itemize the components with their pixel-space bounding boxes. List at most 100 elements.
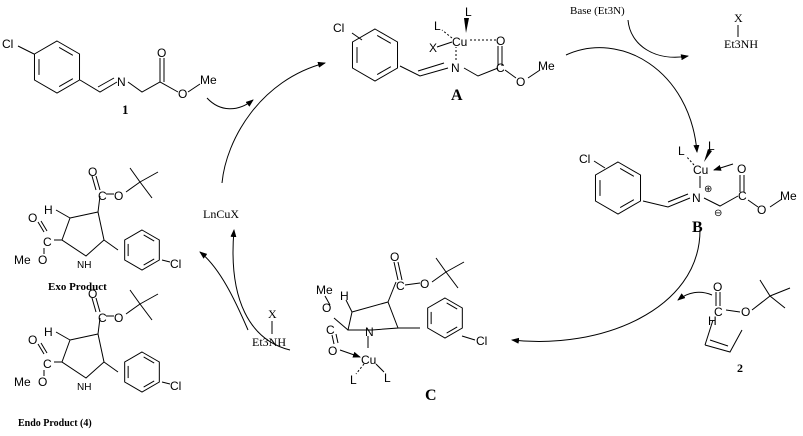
compound-label: 2 — [737, 361, 743, 375]
arrow-c-to-catalyst — [230, 229, 291, 351]
atom-cu: Cu — [693, 163, 708, 177]
atom-h: H — [340, 289, 349, 303]
aromatic-rings — [33, 28, 642, 393]
atom-l: L — [434, 19, 441, 33]
ring-double-bond — [143, 234, 155, 242]
atom-x: X — [429, 41, 437, 55]
atom-n: N — [451, 61, 460, 75]
positive-charge: ⊕ — [704, 184, 712, 195]
atom-me: Me — [780, 189, 797, 203]
atom-o: O — [88, 287, 97, 301]
product-label: Exo Product — [48, 281, 107, 293]
intermediate-a: Cl L L X Cu O N C O Me A — [333, 5, 555, 104]
atom-o: O — [757, 203, 766, 217]
arrow-b-to-c — [511, 229, 701, 344]
atom-l: L — [465, 5, 472, 19]
benzene-ring — [33, 40, 81, 94]
atom-nh: NH — [77, 382, 91, 393]
atom-cl: Cl — [333, 21, 344, 35]
atom-cl: Cl — [2, 37, 13, 51]
atom-cl: Cl — [170, 257, 181, 271]
intermediate-label: A — [451, 87, 463, 104]
atom-c: C — [43, 235, 52, 249]
benzene-ring — [594, 161, 642, 215]
product-label: Endo Product (4) — [18, 418, 92, 429]
ring-double-bond — [58, 47, 74, 56]
atom-c: C — [326, 323, 335, 337]
atom-c: C — [43, 357, 52, 371]
atom-o: O — [28, 211, 37, 225]
exo-product: H O C O O C Me O NH Cl Exo Product — [14, 165, 181, 293]
atom-me: Me — [538, 59, 555, 73]
benzene-ring — [351, 28, 399, 82]
atom-h: H — [44, 203, 53, 217]
benzene-ring — [427, 297, 463, 339]
atom-me: Me — [14, 253, 31, 267]
atom-o: O — [178, 87, 187, 101]
compound-1: Cl N O O Me 1 — [2, 37, 217, 117]
ammonium-salt-top: X Et3NH — [724, 11, 758, 51]
atom-me: Me — [316, 283, 333, 297]
atom-x: X — [268, 307, 277, 321]
ring-double-bond — [376, 35, 392, 44]
arrow-to-products — [199, 251, 249, 331]
ring-double-bond — [446, 326, 458, 334]
atom-o: O — [390, 250, 399, 264]
atom-h: H — [44, 325, 53, 339]
atom-o: O — [496, 34, 505, 48]
atom-x: X — [734, 11, 743, 25]
atom-nh: NH — [77, 260, 91, 271]
atom-me: Me — [14, 375, 31, 389]
atom-o: O — [713, 280, 722, 294]
atom-o: O — [38, 253, 47, 267]
ring-double-bond — [619, 199, 635, 208]
atom-o: O — [114, 189, 123, 203]
ring-double-bond — [376, 66, 392, 75]
atom-o: O — [420, 277, 429, 291]
atom-l: L — [350, 373, 357, 387]
atom-n: N — [117, 75, 126, 89]
ring-double-bond — [143, 258, 155, 266]
atom-cl: Cl — [476, 334, 487, 348]
atom-o: O — [114, 311, 123, 325]
arrow-compound2-in — [677, 291, 713, 301]
atom-cl: Cl — [170, 379, 181, 393]
intermediate-b: Cl L L Cu O N C O Me ⊕ ⊖ B — [579, 139, 797, 236]
ring-double-bond — [143, 380, 155, 388]
atom-n: N — [692, 191, 701, 205]
intermediate-c: Me O C O N Cu L L H O C O Cl C — [316, 250, 487, 404]
atom-o: O — [88, 165, 97, 179]
atom-c: C — [738, 189, 747, 203]
atom-c: C — [396, 279, 405, 293]
atom-o: O — [28, 333, 37, 347]
ring-double-bond — [143, 356, 155, 364]
atom-o: O — [38, 375, 47, 389]
atom-c: C — [714, 305, 723, 319]
atom-l: L — [678, 144, 685, 158]
atom-o: O — [322, 301, 331, 315]
ring-double-bond — [446, 302, 458, 310]
atom-h: H — [708, 314, 717, 328]
atom-cu: Cu — [361, 353, 376, 367]
base-reagent: Base (Et3N) — [570, 5, 625, 17]
atom-l: L — [384, 371, 391, 385]
atom-cl: Cl — [579, 152, 590, 166]
atom-n: N — [365, 325, 374, 339]
atom-o: O — [741, 305, 750, 319]
arrow-a-to-b — [565, 47, 700, 153]
compound-2: H O C O 2 — [704, 279, 791, 375]
endo-product: H O C O O C Me O NH Cl Endo Product (4) — [14, 287, 181, 429]
arrow-base-out — [627, 19, 689, 61]
atom-o: O — [157, 46, 166, 60]
negative-charge: ⊖ — [714, 208, 722, 219]
atom-me: Me — [200, 73, 217, 87]
atom-c: C — [98, 189, 107, 203]
atom-o: O — [737, 162, 746, 176]
atom-cu: Cu — [452, 35, 467, 49]
benzene-ring — [124, 351, 160, 393]
atom-c: C — [98, 311, 107, 325]
ammonium-salt-bottom: X Et3NH — [252, 307, 286, 349]
atom-l: L — [708, 139, 715, 153]
intermediate-label: C — [425, 387, 437, 404]
compound-label: 1 — [122, 102, 129, 117]
